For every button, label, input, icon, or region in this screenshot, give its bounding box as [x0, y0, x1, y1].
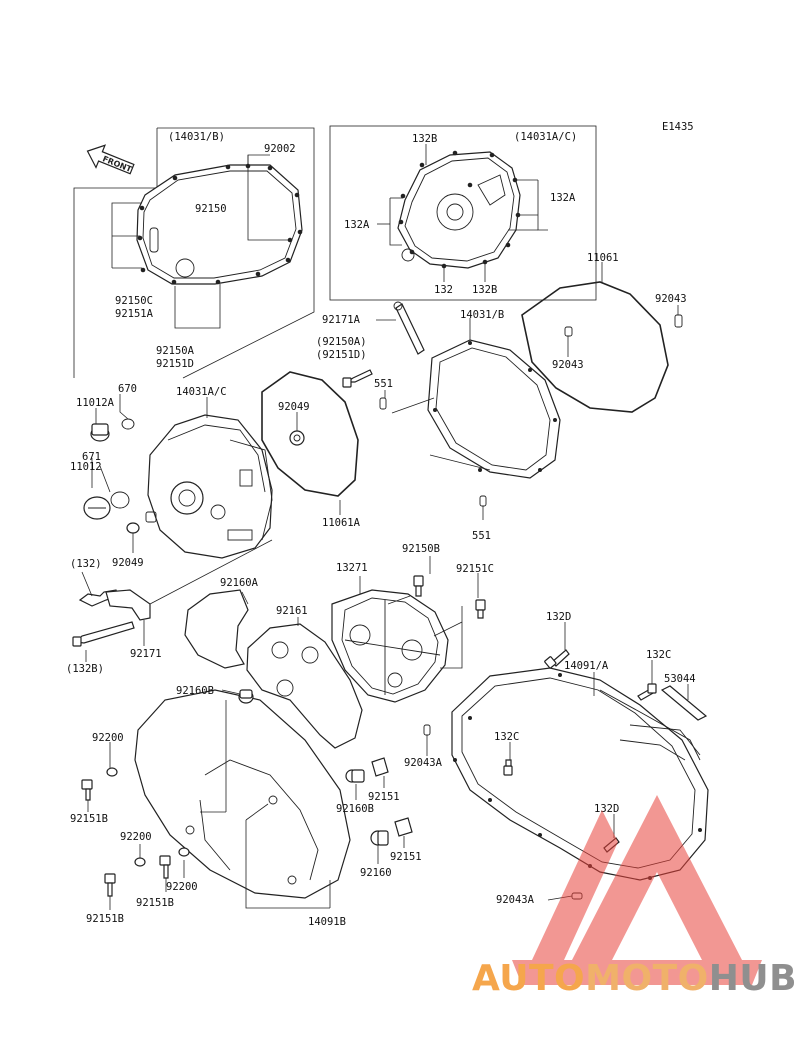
label-132d-bottom: 132D [594, 803, 619, 815]
label-132-paren: (132) [70, 558, 102, 570]
plug-11012a [90, 394, 135, 442]
label-92161: 92161 [276, 605, 308, 617]
label-132b-bottom: 132B [472, 284, 497, 296]
label-92043a-bottom: 92043A [496, 894, 535, 906]
bolt-132c-top [637, 660, 657, 701]
washer-bolt-left [81, 742, 118, 812]
label-92150c: 92150C [115, 295, 153, 307]
brand-hub: HUB [708, 958, 798, 999]
label-11012a: 11012A [76, 397, 115, 409]
label-132b-top: 132B [412, 133, 437, 145]
label-14091a: 14091/A [564, 660, 609, 672]
label-92151a: 92151A [115, 308, 154, 320]
gasket-11061a [261, 371, 359, 515]
brand-auto: AUTO [472, 958, 586, 999]
label-92049-gasket: 92049 [278, 401, 310, 413]
washer-bolt-lower [104, 844, 190, 910]
label-92200-b: 92200 [120, 831, 152, 843]
inset-box-left [73, 127, 315, 379]
inset-box-right [329, 125, 597, 301]
bolts-92150b-92151c [387, 556, 486, 669]
label-92151b-c: 92151B [86, 913, 124, 925]
label-92151-a: 92151 [368, 791, 400, 803]
label-132c-mid: 132C [494, 731, 519, 743]
watermark-triangle-logo [512, 795, 762, 985]
damper-92160b-top [221, 689, 254, 704]
washer-92049 [126, 511, 157, 553]
label-11061a: 11061A [322, 517, 361, 529]
cover-14031ac [147, 397, 273, 559]
label-92160b-top: 92160B [176, 685, 214, 697]
insulator-92161 [246, 617, 363, 749]
brand-moto: MOTO [585, 958, 709, 999]
label-92150: 92150 [195, 203, 227, 215]
plug-11012 [83, 458, 130, 520]
bolt-92171a [376, 301, 425, 355]
dowel-92043a-mid [423, 724, 431, 756]
damper-92160b-mid [345, 757, 389, 800]
label-670: 670 [118, 383, 137, 395]
figure-code: E1435 [662, 121, 694, 133]
damper-92160 [370, 817, 413, 864]
front-arrow-icon: FRONT [86, 144, 135, 175]
pin-53044 [660, 684, 708, 721]
label-14091b: 14091B [308, 916, 346, 928]
label-92200-a: 92200 [92, 732, 124, 744]
label-92171: 92171 [130, 648, 162, 660]
label-92043-mid: 92043 [552, 359, 584, 371]
plate-13271 [331, 576, 449, 703]
bolt-92150a [342, 369, 373, 388]
label-14031b-mid: 14031/B [460, 309, 504, 321]
cover-14091b [134, 689, 351, 909]
label-551-b: 551 [472, 530, 491, 542]
label-92043a-mid: 92043A [404, 757, 443, 769]
label-92150b: 92150B [402, 543, 440, 555]
label-132d-top: 132D [546, 611, 571, 623]
label-13271: 13271 [336, 562, 368, 574]
label-92200-c: 92200 [166, 881, 198, 893]
label-92043-tr: 92043 [655, 293, 687, 305]
bolt-132c-mid [503, 742, 513, 776]
label-92150a-top: 92150A [156, 345, 195, 357]
gasket-11061 [521, 262, 683, 413]
label-92160b-bottom: 92160B [336, 803, 374, 815]
label-132c-top: 132C [646, 649, 671, 661]
label-92160a: 92160A [220, 577, 259, 589]
label-92151b-b: 92151B [136, 897, 174, 909]
label-92151c: 92151C [456, 563, 494, 575]
bracket-92171 [72, 539, 273, 662]
label-132: 132 [434, 284, 453, 296]
label-92049: 92049 [112, 557, 144, 569]
label-14031b: (14031/B) [168, 131, 225, 143]
pad-92160a [184, 589, 249, 669]
label-92160: 92160 [360, 867, 392, 879]
label-92002: 92002 [264, 143, 296, 155]
label-14031ac: 14031A/C [176, 386, 227, 398]
label-551-a: 551 [374, 378, 393, 390]
label-14031ac-box: (14031A/C) [514, 131, 577, 143]
label-92151b-a: 92151B [70, 813, 108, 825]
label-11012: 11012 [70, 461, 102, 473]
label-92171a: 92171A [322, 314, 361, 326]
label-132a-right: 132A [550, 192, 576, 204]
label-92150a-paren: (92150A) [316, 336, 367, 348]
label-671: 671 [82, 451, 101, 463]
label-53044: 53044 [664, 673, 696, 685]
label-92151d-top: 92151D [156, 358, 194, 370]
label-11061: 11061 [587, 252, 619, 264]
watermark-brand-text: AUTOMOTOHUB [472, 958, 797, 999]
label-132a-left: 132A [344, 219, 370, 231]
bolt-132d-top [544, 622, 570, 669]
label-132b-paren: (132B) [66, 663, 104, 675]
cover-14031b [379, 318, 561, 520]
label-92151d-paren: (92151D) [316, 349, 367, 361]
label-92151-b: 92151 [390, 851, 422, 863]
